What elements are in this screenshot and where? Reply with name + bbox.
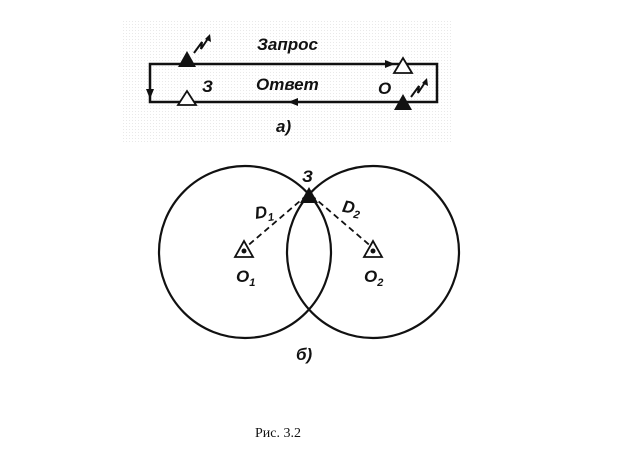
origin-1-dot [241, 248, 247, 254]
panel-a-background [122, 20, 452, 142]
panel-a: Запрос Ответ З О а) [122, 20, 452, 142]
panel-a-label: а) [276, 117, 291, 136]
receiver-left-icon [176, 89, 198, 106]
distance-2-sub: 2 [351, 209, 360, 222]
response-arrow [288, 98, 298, 106]
transmitter-right-icon [394, 94, 412, 110]
receiver-right-icon [392, 56, 414, 74]
panel-b: З D1 D2 О1 О2 б) [157, 164, 461, 364]
distance-1-sub: 1 [267, 211, 275, 224]
signal-right-icon [410, 80, 427, 98]
origin-2-label: О2 [364, 267, 383, 289]
range-line-1 [244, 194, 308, 249]
request-line [148, 62, 439, 96]
loop-down-arrow [146, 89, 154, 99]
origin-1-sub: 1 [249, 277, 255, 289]
range-line-2 [310, 194, 374, 249]
distance-2-letter: D [341, 197, 356, 218]
response-label: Ответ [256, 75, 319, 94]
circle-left [157, 164, 333, 340]
station-right-label: О [378, 79, 391, 98]
origin-1-letter: О [236, 267, 249, 286]
origin-2-letter: О [364, 267, 377, 286]
distance-1-letter: D [254, 202, 269, 223]
signal-left-tip [205, 34, 211, 42]
panel-b-label: б) [296, 345, 313, 364]
request-label: Запрос [257, 35, 319, 54]
origin-2-dot [370, 248, 376, 254]
transmitter-left-icon [178, 51, 196, 67]
figure-caption: Рис. 3.2 [255, 426, 301, 441]
circle-right [285, 164, 461, 340]
distance-1-label: D1 [254, 202, 275, 226]
station-top-icon [300, 187, 318, 203]
signal-right-tip [422, 78, 428, 86]
distance-2-label: D2 [340, 197, 362, 222]
station-top-label: З [302, 167, 313, 186]
origin-2-sub: 2 [376, 277, 383, 289]
station-left-label: З [202, 77, 213, 96]
origin-1-label: О1 [236, 267, 255, 289]
request-arrow [385, 60, 395, 68]
signal-left-icon [193, 36, 210, 54]
